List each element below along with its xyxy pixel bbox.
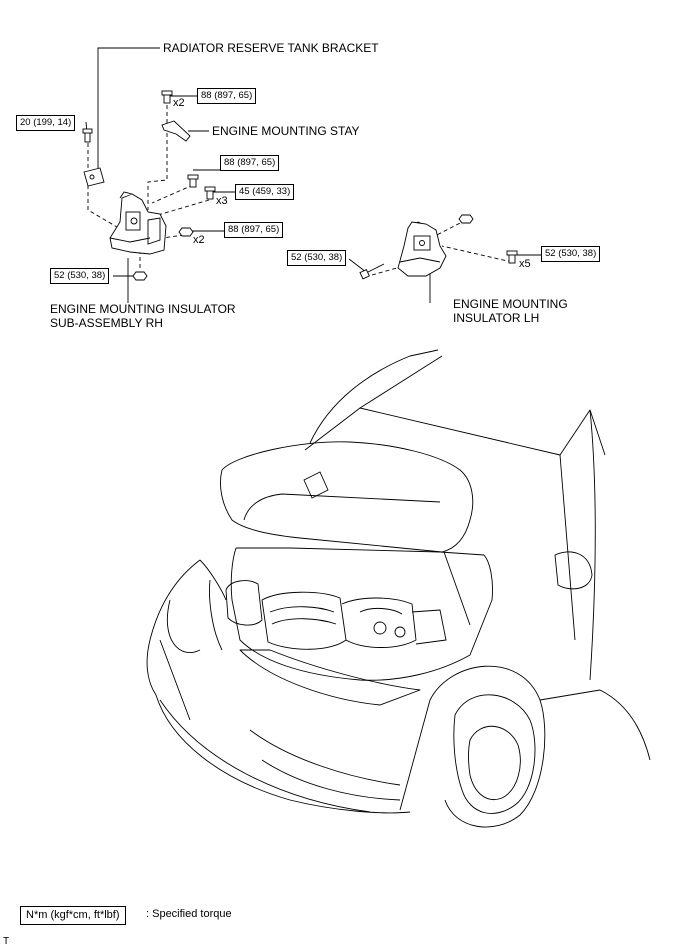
nut-88-c-icon — [178, 227, 194, 237]
torque-box-88-nut: 88 (897, 65) — [224, 222, 284, 238]
label-engine-mounting-insulator-rh-line1: ENGINE MOUNTING INSULATOR — [50, 302, 236, 316]
nut-lh-top-icon — [458, 214, 474, 224]
insulator-rh-part — [109, 191, 167, 255]
insulator-lh-part — [397, 221, 447, 277]
legend-description: : Specified torque — [146, 908, 232, 920]
bolt-20-icon — [82, 128, 93, 143]
bolt-88-stay-icon — [161, 90, 173, 104]
torque-box-52-lh-bolt: 52 (530, 38) — [287, 250, 347, 266]
vehicle-illustration — [146, 349, 651, 828]
torque-box-52-lh-right: 52 (530, 38) — [541, 246, 601, 262]
leader-radiator-bracket — [97, 47, 160, 168]
quantity-stay: x2 — [173, 97, 185, 109]
bolt-45-icon — [204, 186, 216, 200]
quantity-45: x3 — [216, 195, 228, 207]
quantity-88-nut: x2 — [193, 234, 205, 246]
nut-52-rh-icon — [132, 271, 148, 281]
footer-mark: T — [3, 936, 10, 947]
torque-box-52-rh: 52 (530, 38) — [50, 268, 110, 284]
torque-box-20: 20 (199, 14) — [16, 115, 76, 131]
label-engine-mounting-insulator-lh-line1: ENGINE MOUNTING — [453, 297, 568, 311]
bolt-52-lh-icon — [359, 263, 385, 280]
torque-box-88-stay: 88 (897, 65) — [197, 88, 257, 104]
radiator-bracket-part — [83, 167, 105, 187]
label-radiator-reserve-tank-bracket: RADIATOR RESERVE TANK BRACKET — [163, 41, 379, 55]
quantity-lh: x5 — [519, 258, 531, 270]
label-engine-mounting-insulator-lh-line2: INSULATOR LH — [453, 311, 540, 325]
torque-box-88-upper: 88 (897, 65) — [220, 155, 280, 171]
legend-torque-unit-box: N*m (kgf*cm, ft*lbf) — [20, 906, 126, 925]
label-engine-mounting-insulator-rh-line2: SUB-ASSEMBLY RH — [50, 316, 163, 330]
label-engine-mounting-stay: ENGINE MOUNTING STAY — [212, 124, 360, 138]
mounting-stay-part — [161, 120, 191, 142]
torque-box-45: 45 (459, 33) — [235, 184, 295, 200]
bolt-52-lh-right-icon — [506, 250, 518, 264]
bolt-88-b-icon — [187, 174, 199, 188]
